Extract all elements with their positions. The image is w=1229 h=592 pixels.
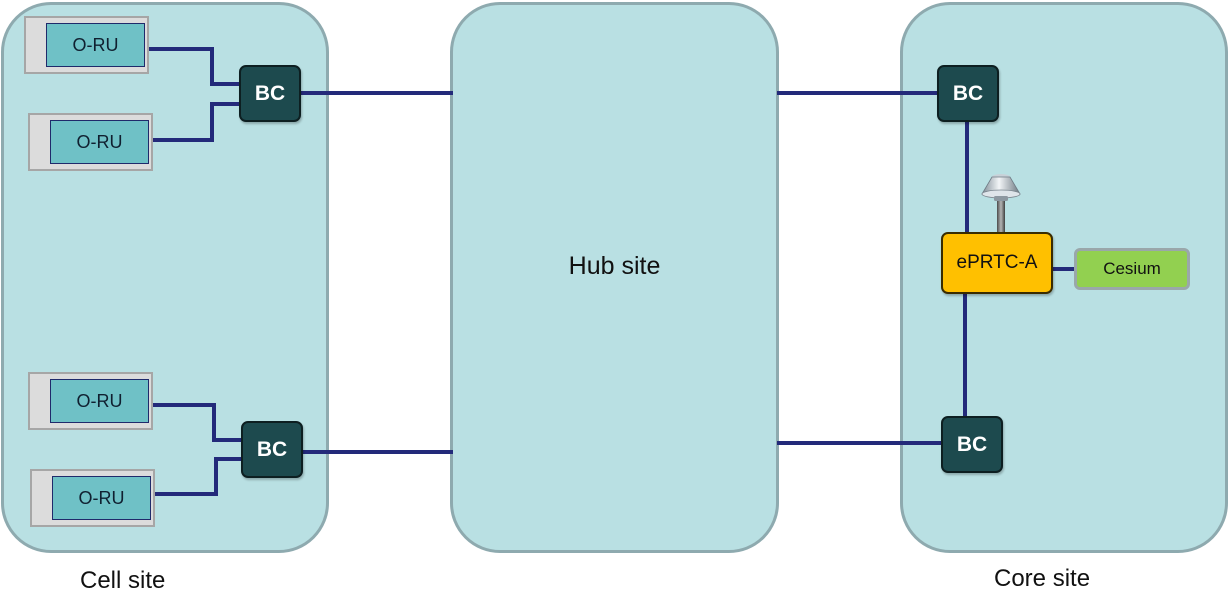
link-oru3-bc2 — [153, 403, 244, 442]
oru-unit-3: O-RU — [28, 372, 153, 430]
core-bc-lower: BC — [941, 416, 1003, 473]
core-bc-upper: BC — [937, 65, 999, 122]
cell-site-label: Cell site — [80, 567, 166, 592]
link-oru1-bc1 — [149, 47, 242, 86]
hub-site-container — [450, 2, 779, 553]
oru-label: O-RU — [52, 476, 151, 520]
cesium-clock-node: Cesium — [1074, 248, 1190, 290]
oru-unit-4: O-RU — [30, 469, 155, 527]
hub-site-label: Hub site — [568, 252, 661, 280]
link-oru2-bc1 — [153, 102, 242, 142]
cell-bc-upper: BC — [239, 65, 301, 122]
oru-unit-1: O-RU — [24, 16, 149, 74]
oru-label: O-RU — [50, 120, 149, 164]
oru-label: O-RU — [50, 379, 149, 423]
eprtc-a-node: ePRTC-A — [941, 232, 1053, 294]
core-site-label: Core site — [994, 565, 1091, 592]
oru-label: O-RU — [46, 23, 145, 67]
gnss-antenna-icon — [981, 174, 1021, 232]
cell-bc-lower: BC — [241, 421, 303, 478]
link-oru4-bc2 — [153, 457, 244, 496]
oru-unit-2: O-RU — [28, 113, 153, 171]
